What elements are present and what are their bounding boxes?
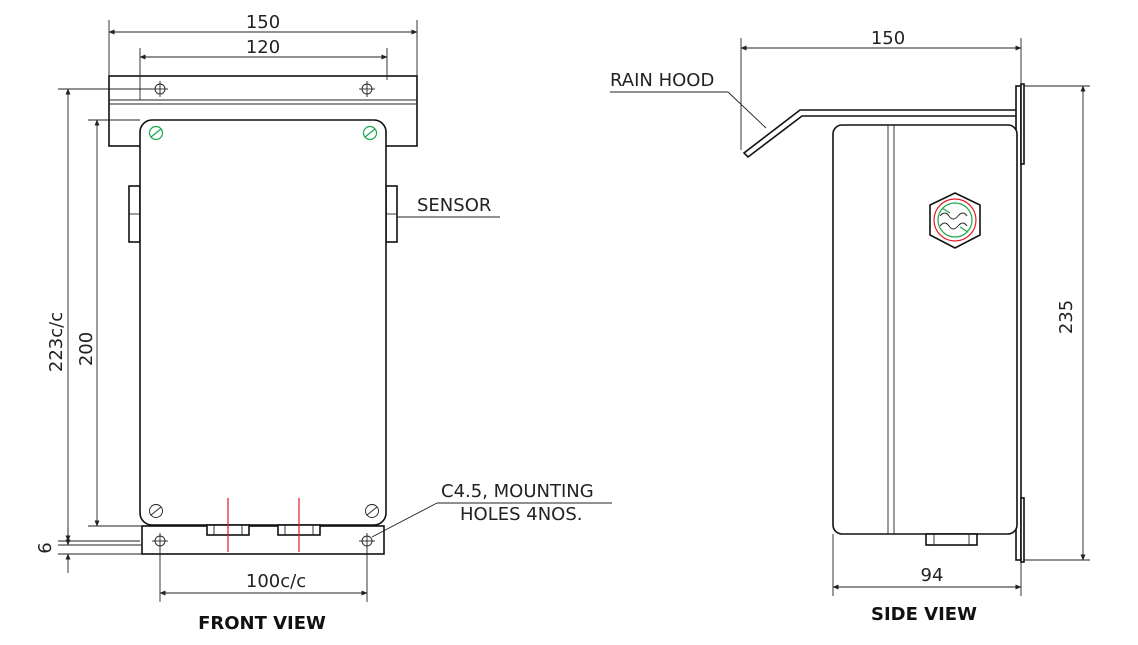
front-mounting-label-line2: HOLES 4NOS. <box>460 504 582 525</box>
side-sensor-fitting <box>929 192 981 249</box>
front-dim-overall-width-label: 150 <box>246 12 280 33</box>
front-dim-hole-spacing-bottom-label: 100c/c <box>246 571 306 592</box>
side-dim-body-depth: 94 <box>832 534 1022 596</box>
side-dim-overall-width: 150 <box>740 28 1022 150</box>
front-dim-overall-width: 150 <box>108 12 418 76</box>
front-dim-overall-height-label: 223c/c <box>46 312 67 372</box>
front-view: 150 120 223c/c 200 6 <box>35 12 612 634</box>
front-screw-bottom-left <box>149 504 163 518</box>
front-top-hole-left <box>152 81 168 97</box>
front-mounting-label-line1: C4.5, MOUNTING <box>441 481 594 502</box>
front-screw-top-left <box>148 125 164 141</box>
side-rain-hood-callout: RAIN HOOD <box>610 70 767 129</box>
front-dim-hole-spacing-top-label: 120 <box>246 37 280 58</box>
front-bottom-hole-left <box>152 533 168 549</box>
side-enclosure-body <box>832 124 1018 535</box>
side-rain-hood-label: RAIN HOOD <box>610 70 714 91</box>
front-screw-bottom-right <box>365 504 379 518</box>
front-top-hole-right <box>359 81 375 97</box>
side-view: 150 235 94 RAIN HOOD SIDE VIEW <box>610 28 1090 625</box>
front-view-title: FRONT VIEW <box>198 613 326 634</box>
front-bottom-hole-right <box>359 533 375 549</box>
side-dim-overall-width-label: 150 <box>871 28 905 49</box>
side-view-title: SIDE VIEW <box>871 604 977 625</box>
front-dim-body-height-label: 200 <box>76 332 97 366</box>
side-dim-overall-height: 235 <box>1024 85 1090 561</box>
front-sensor-label: SENSOR <box>417 195 491 216</box>
front-dim-bracket-offset: 6 <box>35 528 142 573</box>
side-dim-body-depth-label: 94 <box>921 565 944 586</box>
front-dim-hole-spacing-bottom: 100c/c <box>159 548 368 602</box>
front-dim-overall-height: 223c/c <box>46 88 152 542</box>
front-dim-hole-spacing-top: 120 <box>139 37 388 100</box>
side-cable-gland <box>925 533 978 546</box>
front-bottom-bracket <box>141 525 385 555</box>
front-enclosure-body <box>139 119 387 526</box>
front-dim-bracket-offset-label: 6 <box>35 542 56 553</box>
front-screw-top-right <box>362 125 378 141</box>
front-dim-body-height: 200 <box>76 119 142 527</box>
front-sensor-callout: SENSOR <box>397 195 500 218</box>
front-mounting-callout: C4.5, MOUNTING HOLES 4NOS. <box>371 481 612 538</box>
side-dim-overall-height-label: 235 <box>1056 300 1077 334</box>
